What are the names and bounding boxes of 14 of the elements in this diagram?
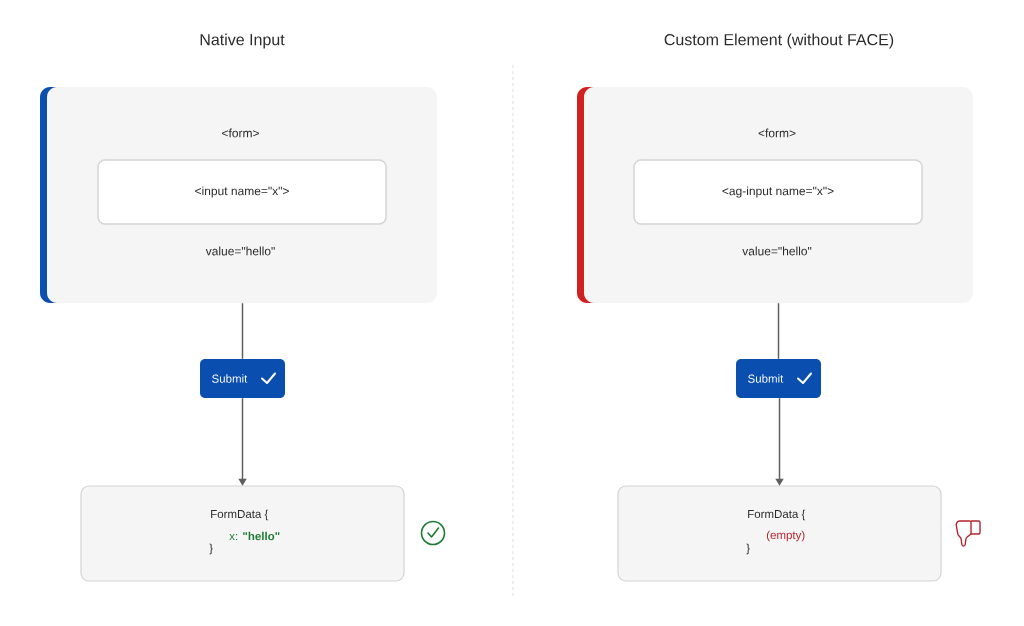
submit-button: Submit	[736, 359, 821, 398]
form-tag-label: <form>	[758, 128, 796, 138]
input-box: <input name="x">	[97, 159, 387, 225]
value-label: value="hello"	[205, 246, 275, 256]
formdata-box: FormData { (empty) }	[617, 485, 942, 582]
arrow	[775, 397, 784, 486]
column-title: Custom Element (without FACE)	[664, 33, 894, 49]
form-tag-label: <form>	[222, 128, 259, 138]
submit-button: Submit	[200, 359, 285, 398]
arrow	[238, 397, 247, 486]
input-box: <ag-input name="x">	[633, 159, 923, 225]
column-title: Native Input	[200, 33, 285, 49]
formdata-box: FormData { x: "hello" }	[80, 485, 405, 582]
value-label: value="hello"	[742, 246, 812, 256]
